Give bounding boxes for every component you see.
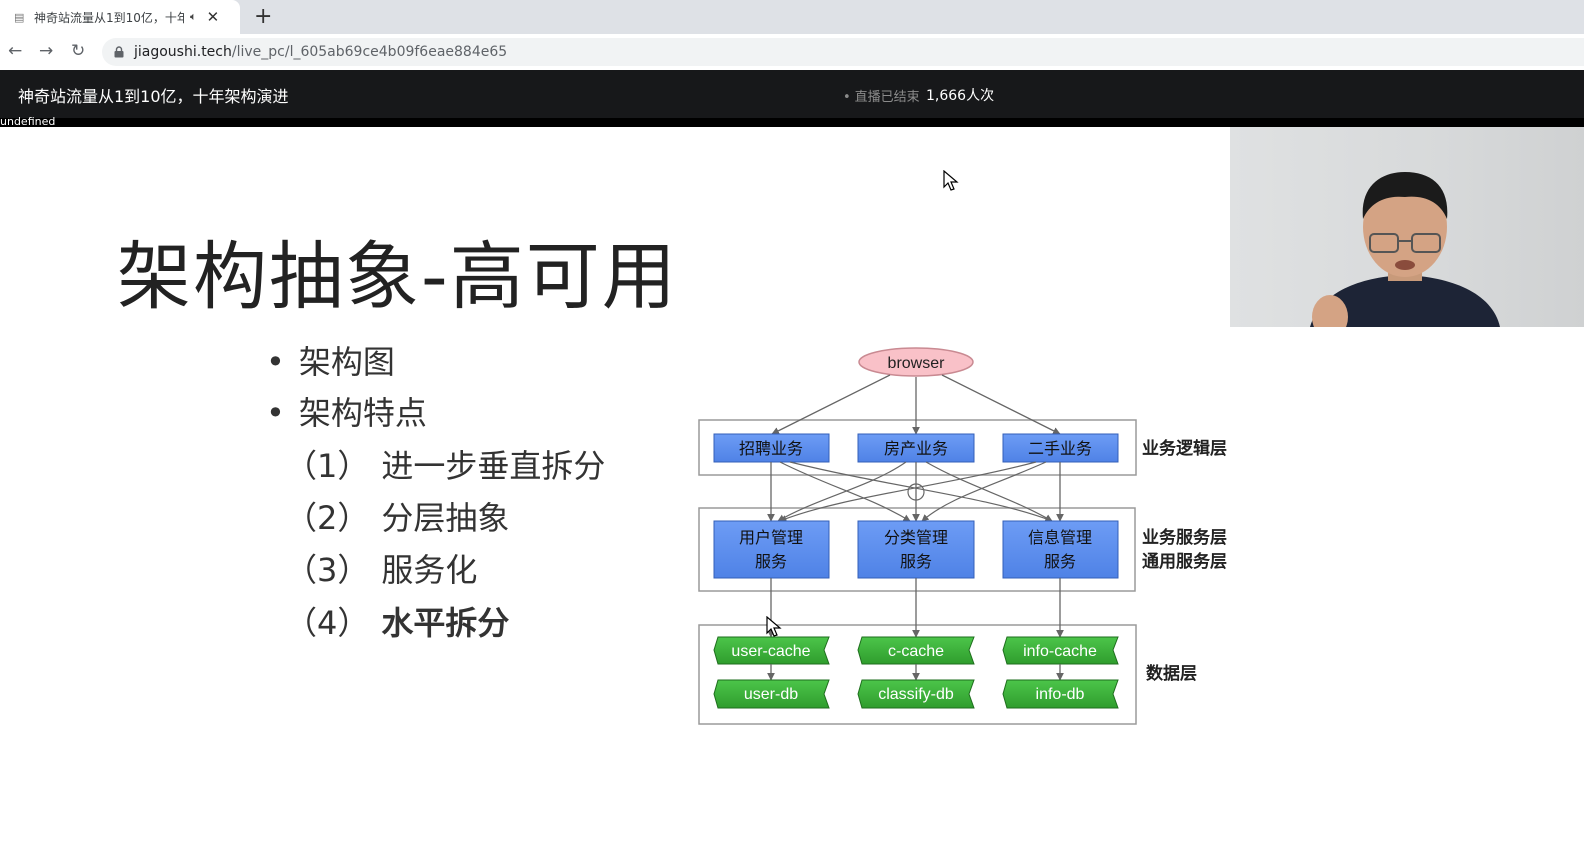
speaker-icon[interactable]: 🔈︎ <box>190 10 197 23</box>
sub-text: 进一步垂直拆分 <box>381 447 606 485</box>
db-node <box>857 679 975 709</box>
service-box-label: 分类管理 <box>884 528 948 547</box>
db-label: user-db <box>744 686 798 703</box>
new-tab-button[interactable]: + <box>254 4 273 29</box>
browser-label: browser <box>888 355 946 372</box>
sub-item: （3） 服务化 <box>285 545 477 591</box>
logic-layer-label: 业务逻辑层 <box>1142 438 1227 459</box>
logic-box <box>1002 433 1119 463</box>
address-bar[interactable]: jiagoushi.tech/live_pc/l_605ab69ce4b09f6… <box>102 38 1584 66</box>
db-label: classify-db <box>878 686 954 703</box>
sub-text: 水平拆分 <box>381 604 510 642</box>
sub-text: 服务化 <box>381 551 478 589</box>
cache-label: c-cache <box>888 643 944 660</box>
cache-label: user-cache <box>731 643 810 660</box>
reload-icon[interactable]: ↻ <box>71 41 86 61</box>
edge-line <box>779 461 1037 522</box>
logic-box-label: 招聘业务 <box>739 439 803 458</box>
page-icon: ▤ <box>14 10 25 24</box>
db-label: info-db <box>1036 686 1085 703</box>
bullet-text: 架构图 <box>298 343 395 381</box>
presenter-avatar <box>1310 172 1500 327</box>
sub-number: （4） <box>285 604 370 642</box>
service-layer-label: 业务服务层 <box>1142 527 1227 548</box>
logic-box <box>857 433 975 463</box>
edge-line <box>921 461 1047 522</box>
edge-line <box>789 461 1053 523</box>
sub-item: （1） 进一步垂直拆分 <box>285 441 605 487</box>
edge-line <box>771 374 891 435</box>
service-box <box>1002 520 1119 579</box>
logic-box-label: 房产业务 <box>884 439 948 458</box>
mouse-cursor-icon <box>943 170 959 191</box>
browser-toolbar: ← → ↻ jiagoushi.tech/live_pc/l_605ab69ce… <box>0 34 1584 71</box>
tab-title: 神奇站流量从1到10亿，十年 <box>34 10 184 25</box>
service-box <box>857 520 975 579</box>
service-layer-frame <box>698 507 1136 592</box>
data-layer-frame <box>698 624 1137 725</box>
logic-box-label: 二手业务 <box>1028 439 1092 458</box>
edge-line <box>925 461 1053 522</box>
architecture-diagram: browser 招聘业务 房产业务 二手业务 业务逻辑层 用户管理 服务 分类管… <box>698 347 1227 725</box>
status-dot-icon: • <box>843 90 851 105</box>
cache-node <box>713 636 830 665</box>
service-box-label: 信息管理 <box>1028 528 1092 547</box>
viewer-count: 1,666人次 <box>926 88 995 104</box>
sub-number: （1） <box>285 447 370 485</box>
player-top-strip <box>0 118 1584 127</box>
lock-icon <box>114 46 130 58</box>
sub-number: （3） <box>285 551 370 589</box>
url-host: jiagoushi.tech <box>134 44 232 60</box>
cache-node <box>1002 636 1119 665</box>
bullet-item: • 架构图 <box>266 337 395 383</box>
close-tab-icon[interactable]: ✕ <box>206 8 220 26</box>
logic-layer-frame <box>698 419 1137 476</box>
url-text: jiagoushi.tech/live_pc/l_605ab69ce4b09f6… <box>134 44 507 60</box>
bullet-text: 架构特点 <box>298 394 427 432</box>
edge-line <box>779 461 911 522</box>
mouse-cursor-icon <box>766 616 782 637</box>
sub-item: （4） 水平拆分 <box>285 598 509 644</box>
slide-title: 架构抽象-高可用 <box>117 234 678 320</box>
browser-tab[interactable]: ▤ 神奇站流量从1到10亿，十年 🔈︎ ✕ <box>0 0 240 34</box>
service-box-label: 服务 <box>1044 552 1076 571</box>
junction-circle <box>907 483 925 501</box>
db-node <box>1002 679 1119 709</box>
data-layer-label: 数据层 <box>1146 663 1197 684</box>
db-node <box>713 679 830 709</box>
live-title: 神奇站流量从1到10亿，十年架构演进 <box>18 87 289 106</box>
service-box-label: 服务 <box>900 552 932 571</box>
service-box <box>713 520 830 579</box>
back-arrow-icon[interactable]: ← <box>8 41 23 61</box>
debug-text: undefined <box>0 115 56 128</box>
live-header: 神奇站流量从1到10亿，十年架构演进 •直播已结束 1,666人次 <box>0 70 1584 118</box>
logic-box <box>713 433 830 463</box>
url-path: /live_pc/l_605ab69ce4b09f6eae884e65 <box>231 44 508 60</box>
live-status: •直播已结束 <box>843 86 920 105</box>
edge-line <box>777 461 907 522</box>
sub-text: 分层抽象 <box>381 499 510 537</box>
service-box-label: 用户管理 <box>739 528 803 547</box>
service-box-label: 服务 <box>755 552 787 571</box>
bullet-dot-icon: • <box>266 343 285 381</box>
sub-number: （2） <box>285 499 370 537</box>
edge-line <box>941 374 1061 435</box>
bullet-dot-icon: • <box>266 394 285 432</box>
service-layer-label: 通用服务层 <box>1142 551 1227 572</box>
bullet-item: • 架构特点 <box>266 388 427 434</box>
browser-node <box>858 347 974 377</box>
webcam-video[interactable] <box>1230 127 1584 327</box>
cache-node <box>857 636 975 665</box>
cache-label: info-cache <box>1023 643 1097 660</box>
sub-item: （2） 分层抽象 <box>285 493 509 539</box>
forward-arrow-icon[interactable]: → <box>39 41 54 61</box>
live-status-text: 直播已结束 <box>854 90 920 105</box>
tab-strip: ▤ 神奇站流量从1到10亿，十年 🔈︎ ✕ + <box>0 0 1584 34</box>
